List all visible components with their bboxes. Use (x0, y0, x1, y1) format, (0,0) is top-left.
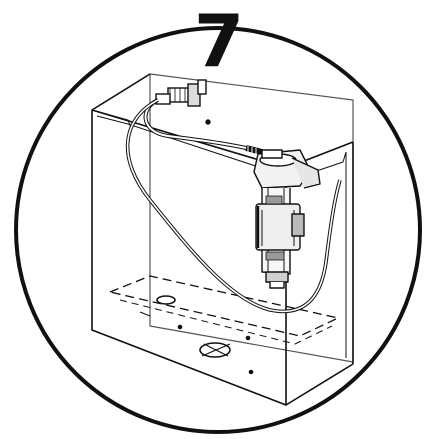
step-number: 7 (193, 0, 245, 83)
fill-valve-icon (253, 149, 321, 289)
water-supply-hose-icon (125, 98, 342, 314)
circle-frame-icon (14, 26, 422, 434)
